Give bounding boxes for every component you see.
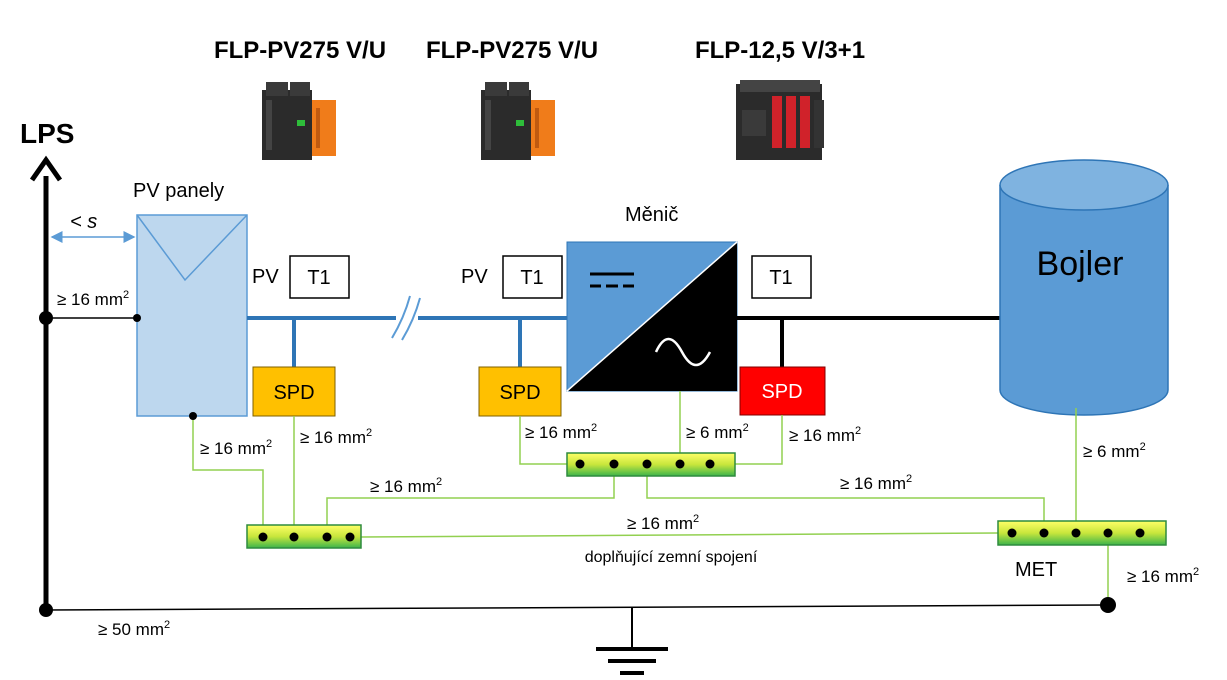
ac-sine-icon — [654, 337, 712, 367]
spd1-box — [252, 366, 336, 417]
panel-pe-node — [189, 412, 197, 420]
bar-terminal — [1103, 528, 1113, 538]
lps-node-top — [39, 311, 53, 325]
spd2-box — [478, 366, 562, 417]
spd-device-image-3 — [736, 80, 824, 160]
lps-node-bottom — [39, 603, 53, 617]
cs-mainbar-met: ≥ 16 mm2 — [627, 513, 699, 533]
pv-panel-triangle — [136, 214, 248, 282]
lps-arrowhead — [29, 155, 63, 182]
bar-terminal — [1007, 528, 1017, 538]
met-earth-node — [1100, 597, 1116, 613]
cs-spd1-bar: ≥ 16 mm2 — [300, 427, 372, 447]
spd-device-image-2 — [481, 82, 555, 160]
bar-terminal — [258, 532, 268, 542]
bar-terminal — [345, 532, 355, 542]
product-title-2: FLP-PV275 V/U — [426, 37, 598, 64]
bar-terminal — [1071, 528, 1081, 538]
line-break-symbol — [391, 295, 421, 341]
pe-spd2-to-bar — [519, 416, 580, 465]
bar-terminal — [642, 459, 652, 469]
spd3-box — [739, 366, 826, 416]
bonding-label: doplňující zemní spojení — [585, 549, 758, 566]
spd2-pv-label: PV — [461, 266, 488, 288]
pv-panels-label: PV panely — [133, 180, 224, 202]
bar-terminal — [1039, 528, 1049, 538]
pe-mainbar-to-met — [360, 532, 999, 538]
distance-label: < s — [70, 211, 97, 233]
earth-conductor — [45, 604, 1109, 611]
cs-spd3-bar: ≥ 16 mm2 — [789, 425, 861, 445]
inverter-diagonal — [566, 241, 738, 392]
dc-symbol-icon — [590, 272, 634, 288]
spd1-type-label: T1 — [307, 267, 330, 289]
cs-bar-to-mainbar: ≥ 16 mm2 — [370, 476, 442, 496]
cs-bar-to-met: ≥ 16 mm2 — [840, 473, 912, 493]
bar-terminal — [575, 459, 585, 469]
met-label: MET — [1015, 559, 1057, 581]
cs-lps-panel: ≥ 16 mm2 — [57, 289, 129, 309]
cs-lps-earth: ≥ 50 mm2 — [98, 619, 170, 639]
spd2-type-label: T1 — [520, 267, 543, 289]
pe-bar-to-met — [646, 464, 1045, 533]
product-title-3: FLP-12,5 V/3+1 — [695, 37, 865, 64]
spd3-type-box — [751, 255, 812, 299]
panel-node — [133, 314, 141, 322]
cs-met-earth: ≥ 16 mm2 — [1127, 566, 1199, 586]
spd3-type-label: T1 — [769, 267, 792, 289]
cs-inverter-bar: ≥ 6 mm2 — [686, 422, 749, 442]
spd1-label: SPD — [273, 382, 314, 404]
spd-device-image-1 — [262, 82, 336, 160]
pe-bar-to-mainbar — [326, 464, 615, 537]
product-title-1: FLP-PV275 V/U — [214, 37, 386, 64]
ground-icon — [596, 647, 668, 675]
bar-terminal — [705, 459, 715, 469]
lps-label: LPS — [20, 118, 74, 149]
spd3-label: SPD — [761, 381, 802, 403]
spd1-pv-label: PV — [252, 266, 279, 288]
bar-terminal — [322, 532, 332, 542]
main-bonding-bar — [246, 524, 362, 549]
inverter-label: Měnič — [625, 204, 678, 226]
pe-panel-to-bar — [192, 416, 264, 537]
cs-panel-bar: ≥ 16 mm2 — [200, 438, 272, 458]
spd2-type-box — [502, 255, 563, 299]
boiler — [999, 159, 1169, 416]
pe-spd3-to-bar — [735, 415, 783, 465]
boiler-label: Bojler — [1037, 245, 1124, 283]
spd1-type-box — [289, 255, 350, 299]
bar-terminal — [289, 532, 299, 542]
cs-boiler-met: ≥ 6 mm2 — [1083, 441, 1146, 461]
bar-terminal — [675, 459, 685, 469]
pv-panel — [136, 214, 248, 417]
bar-terminal — [609, 459, 619, 469]
bar-terminal — [1135, 528, 1145, 538]
cs-spd2-bar: ≥ 16 mm2 — [525, 422, 597, 442]
spd2-label: SPD — [499, 382, 540, 404]
